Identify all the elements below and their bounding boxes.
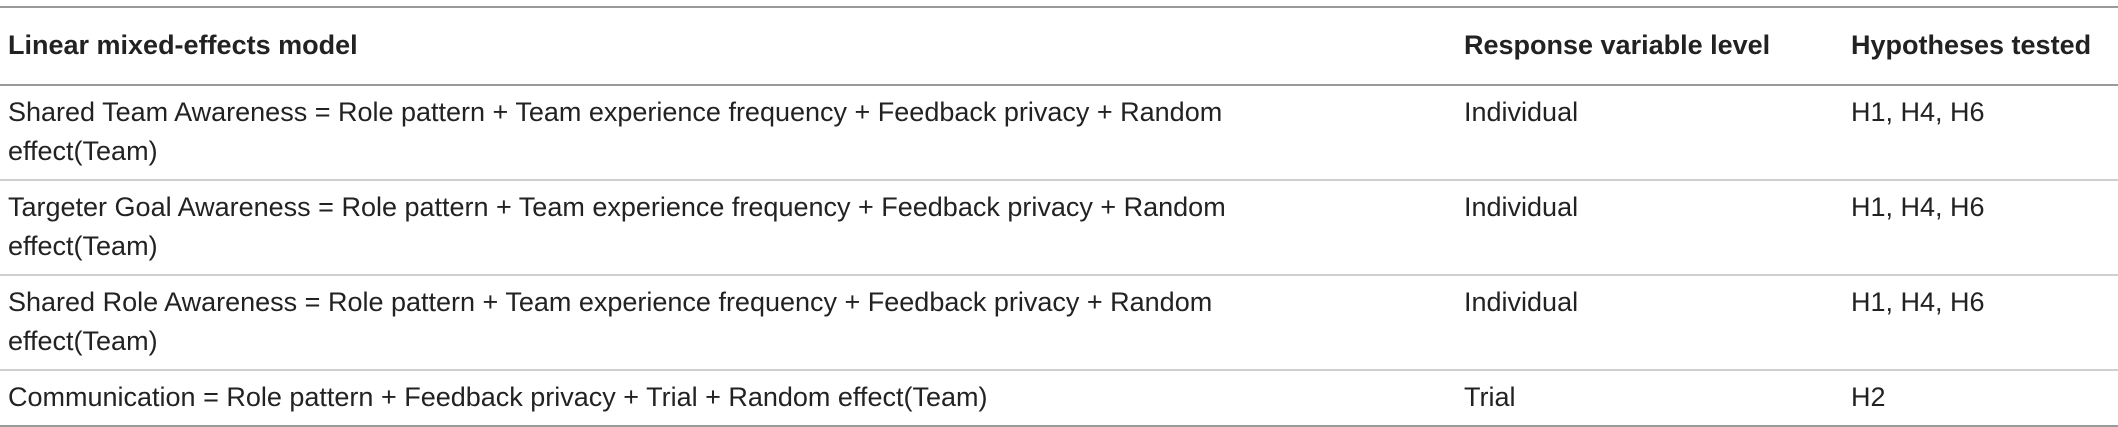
hypotheses-cell: H1, H4, H6 (1843, 180, 2118, 276)
hypotheses-cell: H2 (1843, 370, 2118, 427)
level-cell: Individual (1456, 180, 1843, 276)
table-body: Shared Team Awareness = Role pattern + T… (0, 85, 2118, 427)
table-row: Targeter Goal Awareness = Role pattern +… (0, 180, 2118, 276)
table-row: Shared Role Awareness = Role pattern + T… (0, 275, 2118, 371)
hypotheses-cell: H1, H4, H6 (1843, 85, 2118, 181)
model-cell: Shared Team Awareness = Role pattern + T… (0, 85, 1456, 181)
header-model: Linear mixed-effects model (0, 6, 1456, 86)
table-row: Communication = Role pattern + Feedback … (0, 370, 2118, 427)
model-cell: Targeter Goal Awareness = Role pattern +… (0, 180, 1456, 276)
table-header: Linear mixed-effects model Response vari… (0, 6, 2118, 86)
model-cell: Shared Role Awareness = Role pattern + T… (0, 275, 1456, 371)
level-cell: Trial (1456, 370, 1843, 427)
header-row: Linear mixed-effects model Response vari… (0, 6, 2118, 86)
level-cell: Individual (1456, 85, 1843, 181)
models-table-container: Linear mixed-effects model Response vari… (0, 6, 2118, 427)
header-hypotheses: Hypotheses tested (1843, 6, 2118, 86)
table-row: Shared Team Awareness = Role pattern + T… (0, 85, 2118, 181)
level-cell: Individual (1456, 275, 1843, 371)
header-response-level: Response variable level (1456, 6, 1843, 86)
models-table: Linear mixed-effects model Response vari… (0, 6, 2118, 427)
model-cell: Communication = Role pattern + Feedback … (0, 370, 1456, 427)
hypotheses-cell: H1, H4, H6 (1843, 275, 2118, 371)
